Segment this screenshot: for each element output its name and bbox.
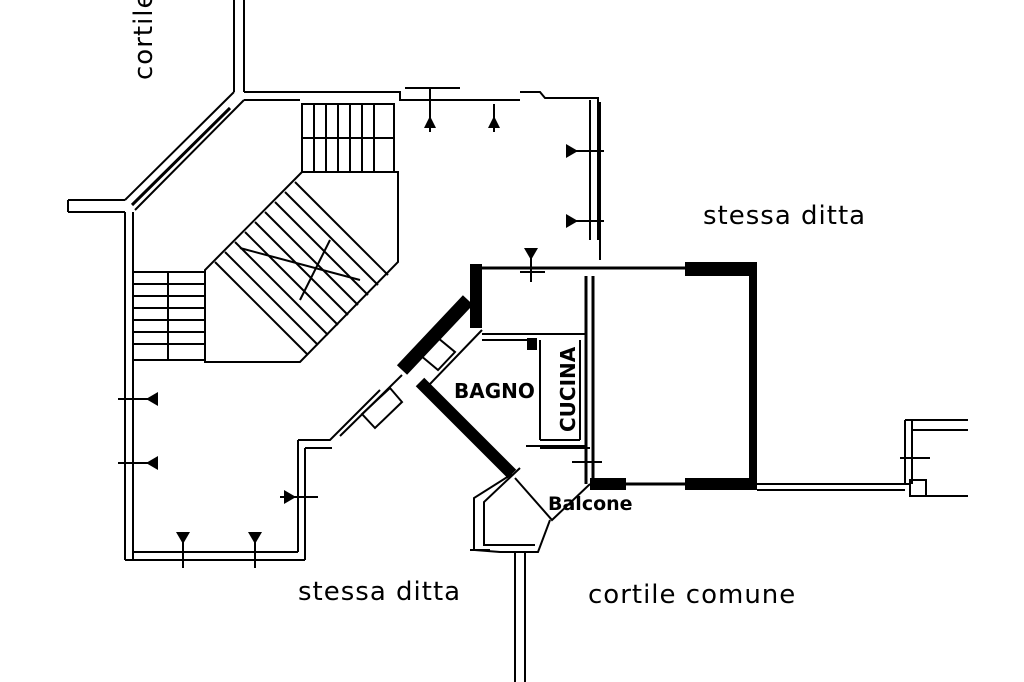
label-cucina: CUCINA: [556, 346, 580, 432]
window-markers: [118, 88, 930, 568]
balcony: [473, 447, 591, 682]
label-balcone: Balcone: [548, 493, 633, 515]
label-cortile-top: cortile: [129, 0, 159, 80]
label-stessa-ditta-bottom: stessa ditta: [298, 577, 461, 607]
label-cortile-comune: cortile comune: [588, 580, 796, 610]
label-bagno: BAGNO: [454, 379, 535, 403]
right-boundary: [757, 419, 968, 497]
label-stessa-ditta-right: stessa ditta: [703, 201, 866, 231]
outer-walls: [67, 0, 601, 561]
staircase: [132, 103, 399, 363]
apartment-walls: [339, 262, 757, 490]
